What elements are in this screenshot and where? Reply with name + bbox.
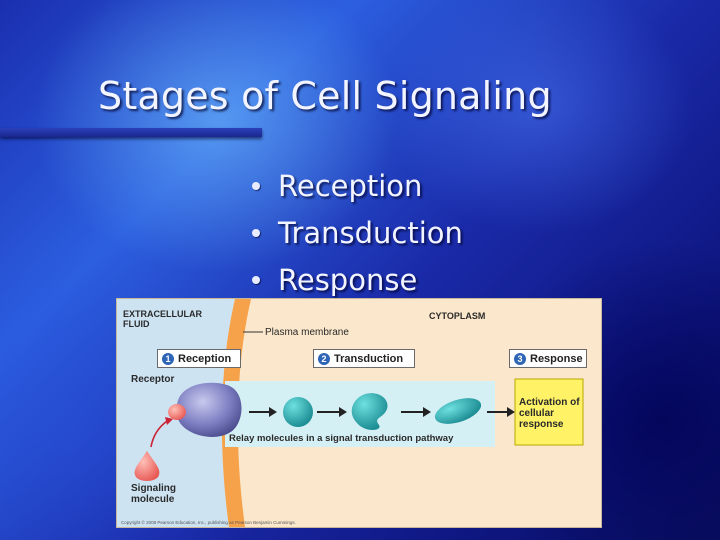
slide-title: Stages of Cell Signaling bbox=[98, 74, 552, 118]
bullet-item-response: Response bbox=[250, 256, 463, 303]
activation-label: Activation of cellular response bbox=[519, 397, 581, 430]
stage-box-response: 3 Response bbox=[509, 349, 587, 368]
bullet-list: Reception Transduction Response bbox=[250, 162, 463, 303]
cytoplasm-label: CYTOPLASM bbox=[429, 311, 485, 321]
stage-box-transduction: 2 Transduction bbox=[313, 349, 415, 368]
stage-label: Reception bbox=[178, 353, 231, 365]
bound-signal-shape bbox=[168, 404, 186, 420]
bullet-dot-icon bbox=[252, 276, 260, 284]
extracellular-label: EXTRACELLULAR FLUID bbox=[123, 309, 213, 329]
bullet-dot-icon bbox=[252, 229, 260, 237]
receptor-shape bbox=[177, 383, 242, 437]
title-underline-bar bbox=[0, 128, 262, 137]
bullet-label: Transduction bbox=[278, 216, 463, 250]
bullet-item-reception: Reception bbox=[250, 162, 463, 209]
stage-label: Transduction bbox=[334, 353, 403, 365]
receptor-label: Receptor bbox=[131, 374, 174, 385]
stage-box-reception: 1 Reception bbox=[157, 349, 241, 368]
relay-molecule-1 bbox=[283, 397, 313, 427]
bullet-item-transduction: Transduction bbox=[250, 209, 463, 256]
plasma-membrane-label: Plasma membrane bbox=[265, 327, 349, 338]
copyright-text: Copyright © 2008 Pearson Education, Inc.… bbox=[121, 520, 296, 525]
relay-label: Relay molecules in a signal transduction… bbox=[229, 433, 453, 444]
stage-number: 1 bbox=[162, 353, 174, 365]
bullet-label: Reception bbox=[278, 169, 422, 203]
stage-number: 3 bbox=[514, 353, 526, 365]
cell-signaling-figure: EXTRACELLULAR FLUID CYTOPLASM Plasma mem… bbox=[116, 298, 602, 528]
bullet-label: Response bbox=[278, 263, 417, 297]
stage-number: 2 bbox=[318, 353, 330, 365]
signaling-molecule-label: Signaling molecule bbox=[131, 483, 191, 505]
bullet-dot-icon bbox=[252, 182, 260, 190]
stage-label: Response bbox=[530, 353, 583, 365]
